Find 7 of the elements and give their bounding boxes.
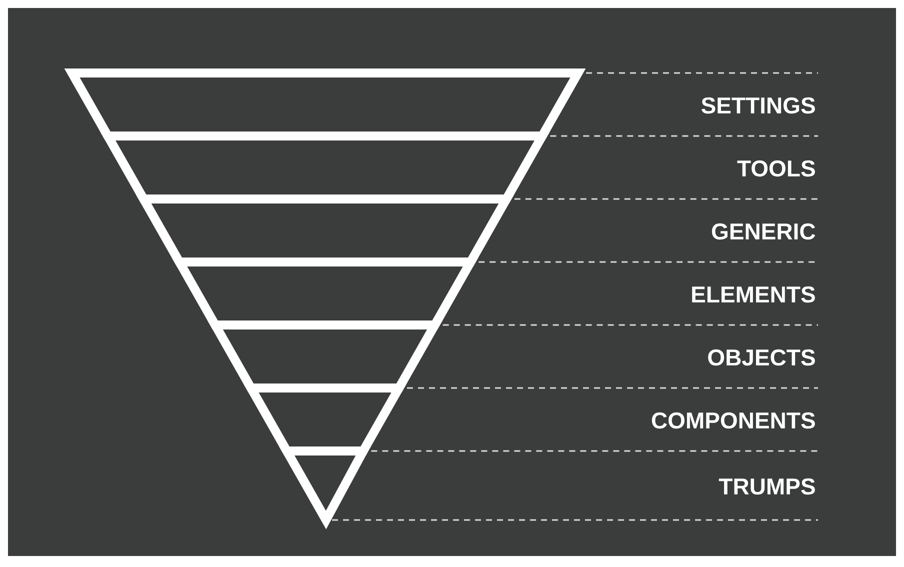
layer-label: TRUMPS xyxy=(718,478,815,495)
layer-label: COMPONENTS xyxy=(652,412,815,429)
layer-label: ELEMENTS xyxy=(692,286,815,303)
layer-label: SETTINGS xyxy=(701,97,815,114)
layer-label: TOOLS xyxy=(737,160,815,177)
layer-label: OBJECTS xyxy=(708,349,815,366)
layer-label: GENERIC xyxy=(712,223,816,240)
